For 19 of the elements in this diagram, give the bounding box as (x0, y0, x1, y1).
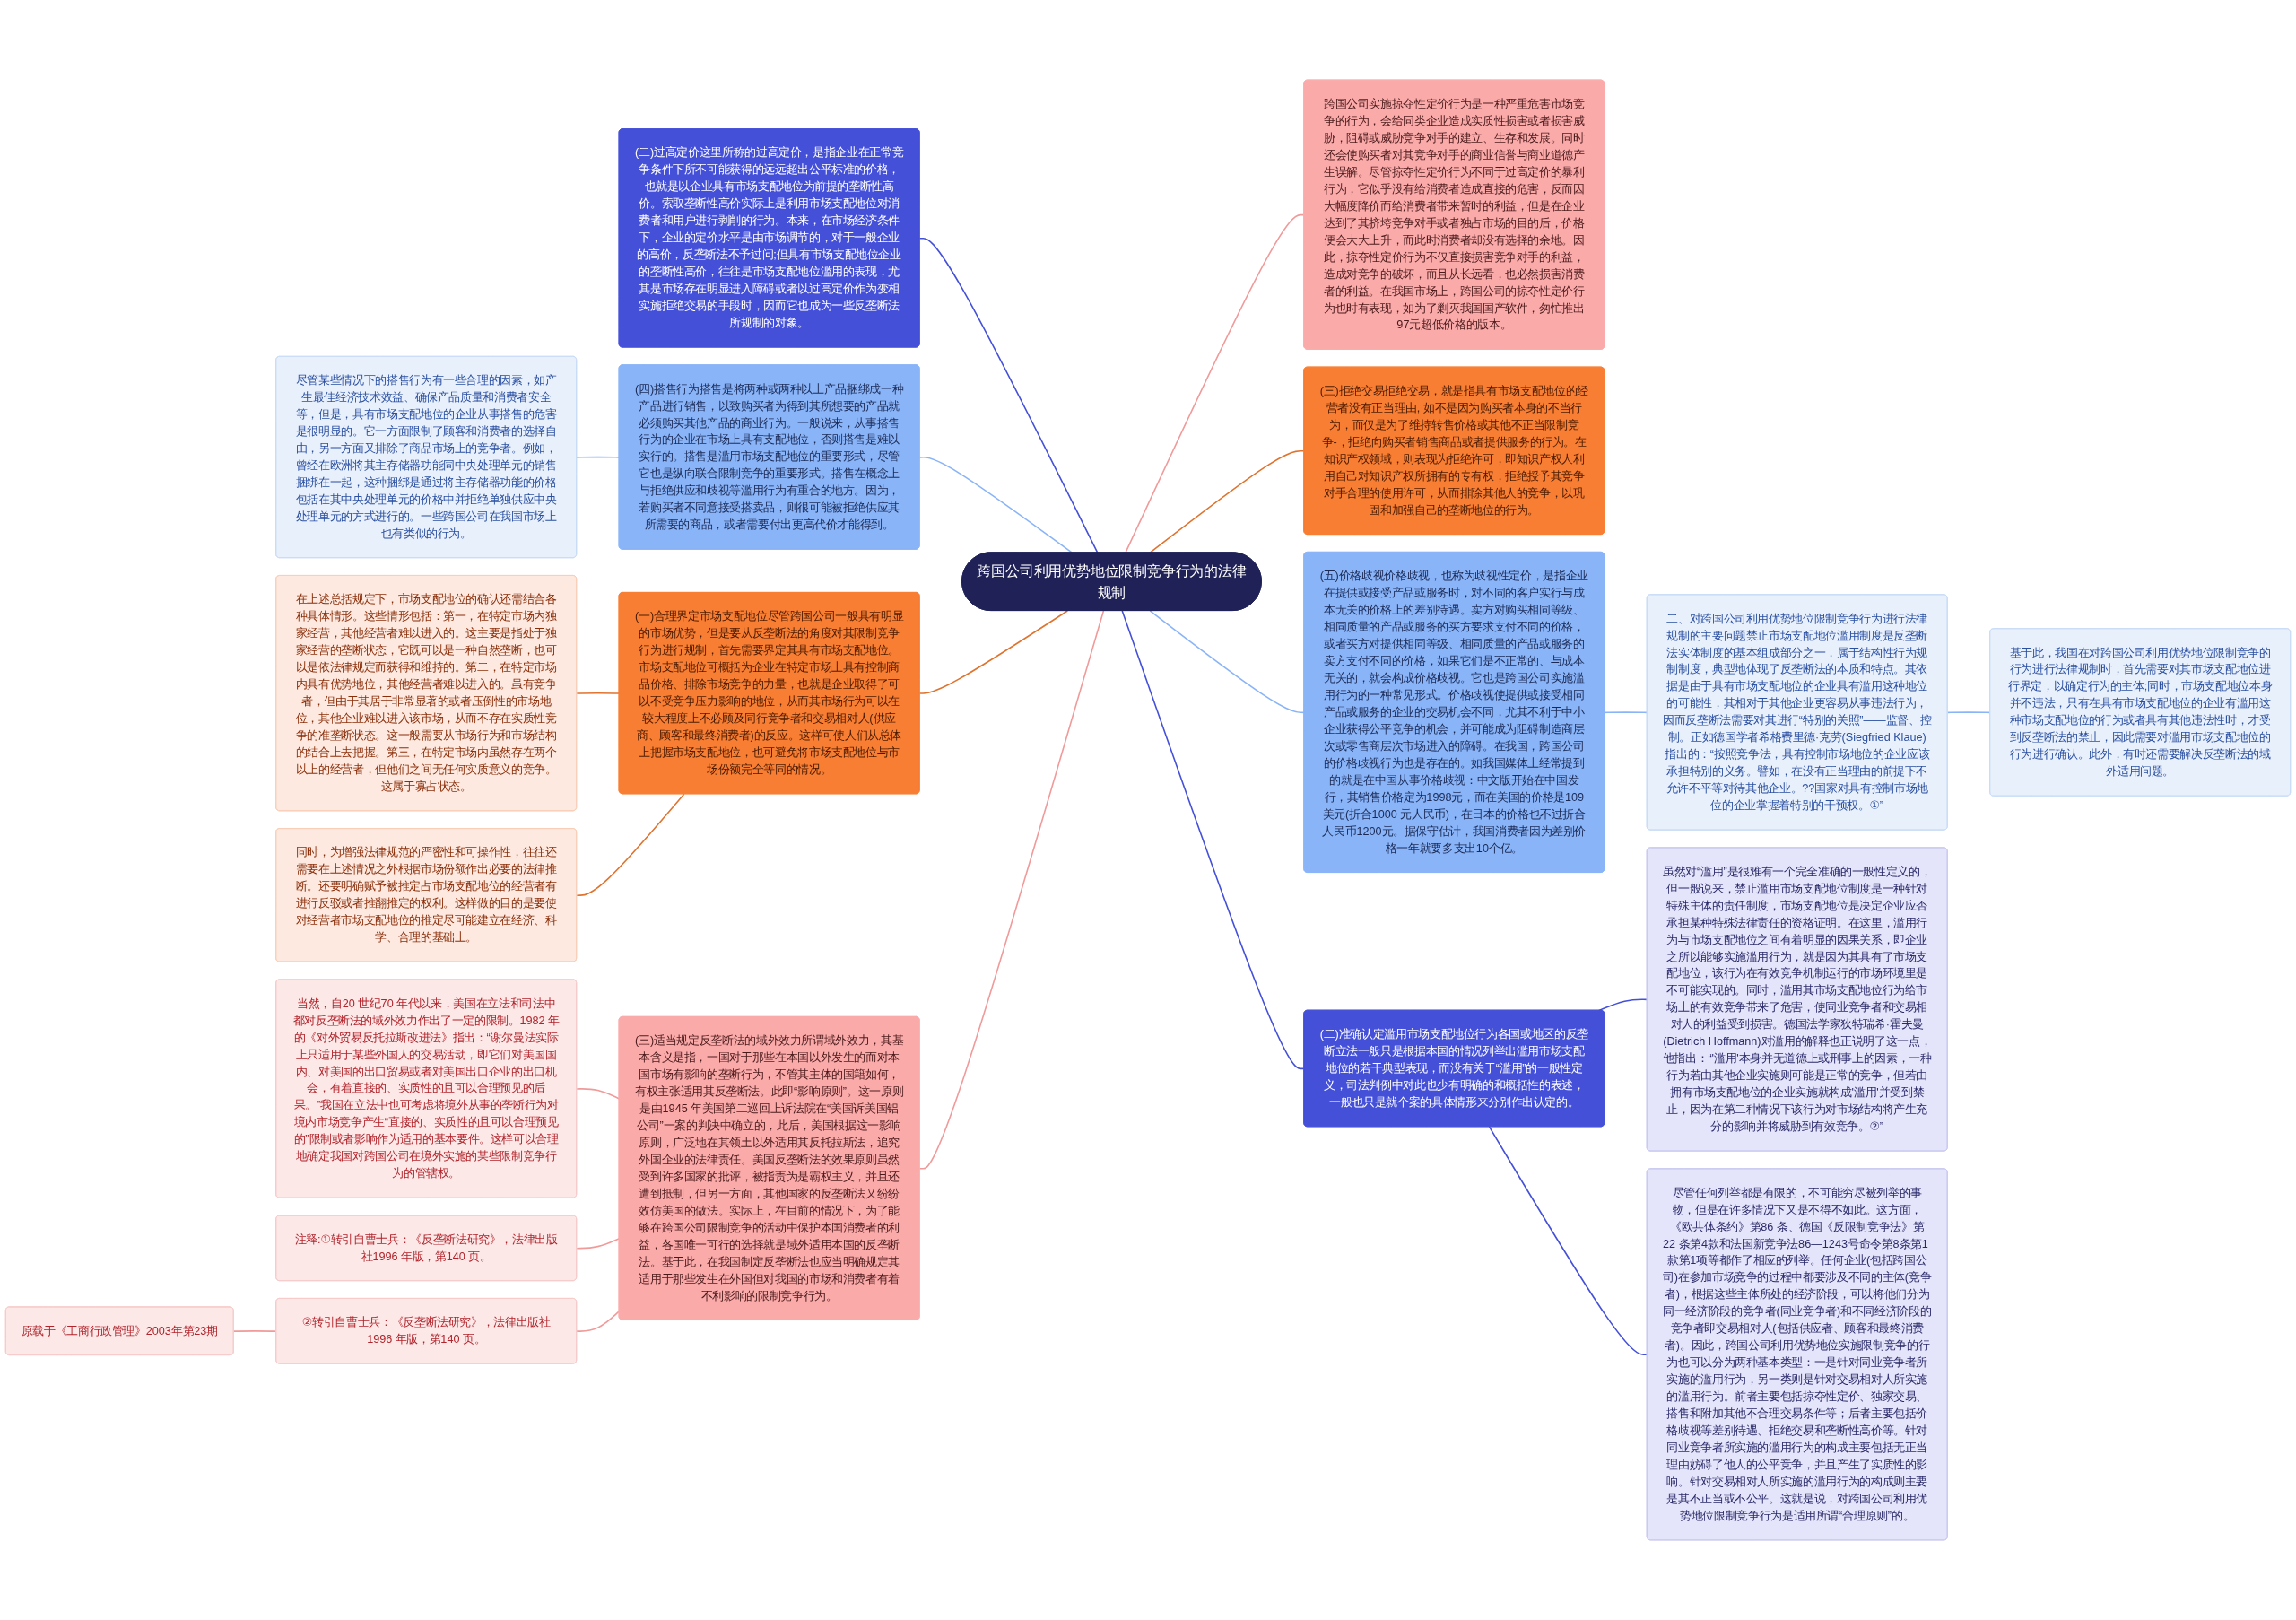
connector (1597, 998, 1648, 1012)
connector (1121, 610, 1305, 1070)
connector (918, 610, 1069, 694)
connector (1149, 449, 1305, 553)
connector (1488, 1126, 1648, 1356)
connector (576, 692, 621, 694)
connector (576, 456, 621, 458)
connector (576, 1237, 621, 1250)
connector (576, 1088, 621, 1100)
connector (576, 1310, 621, 1332)
connector (918, 237, 1099, 553)
connector (1149, 610, 1305, 714)
connector (1946, 711, 1991, 714)
connector (1125, 213, 1305, 553)
connector (918, 610, 1105, 1170)
connector (232, 1330, 277, 1332)
connector (1604, 711, 1648, 714)
connector (918, 457, 1074, 553)
connector (576, 793, 685, 896)
